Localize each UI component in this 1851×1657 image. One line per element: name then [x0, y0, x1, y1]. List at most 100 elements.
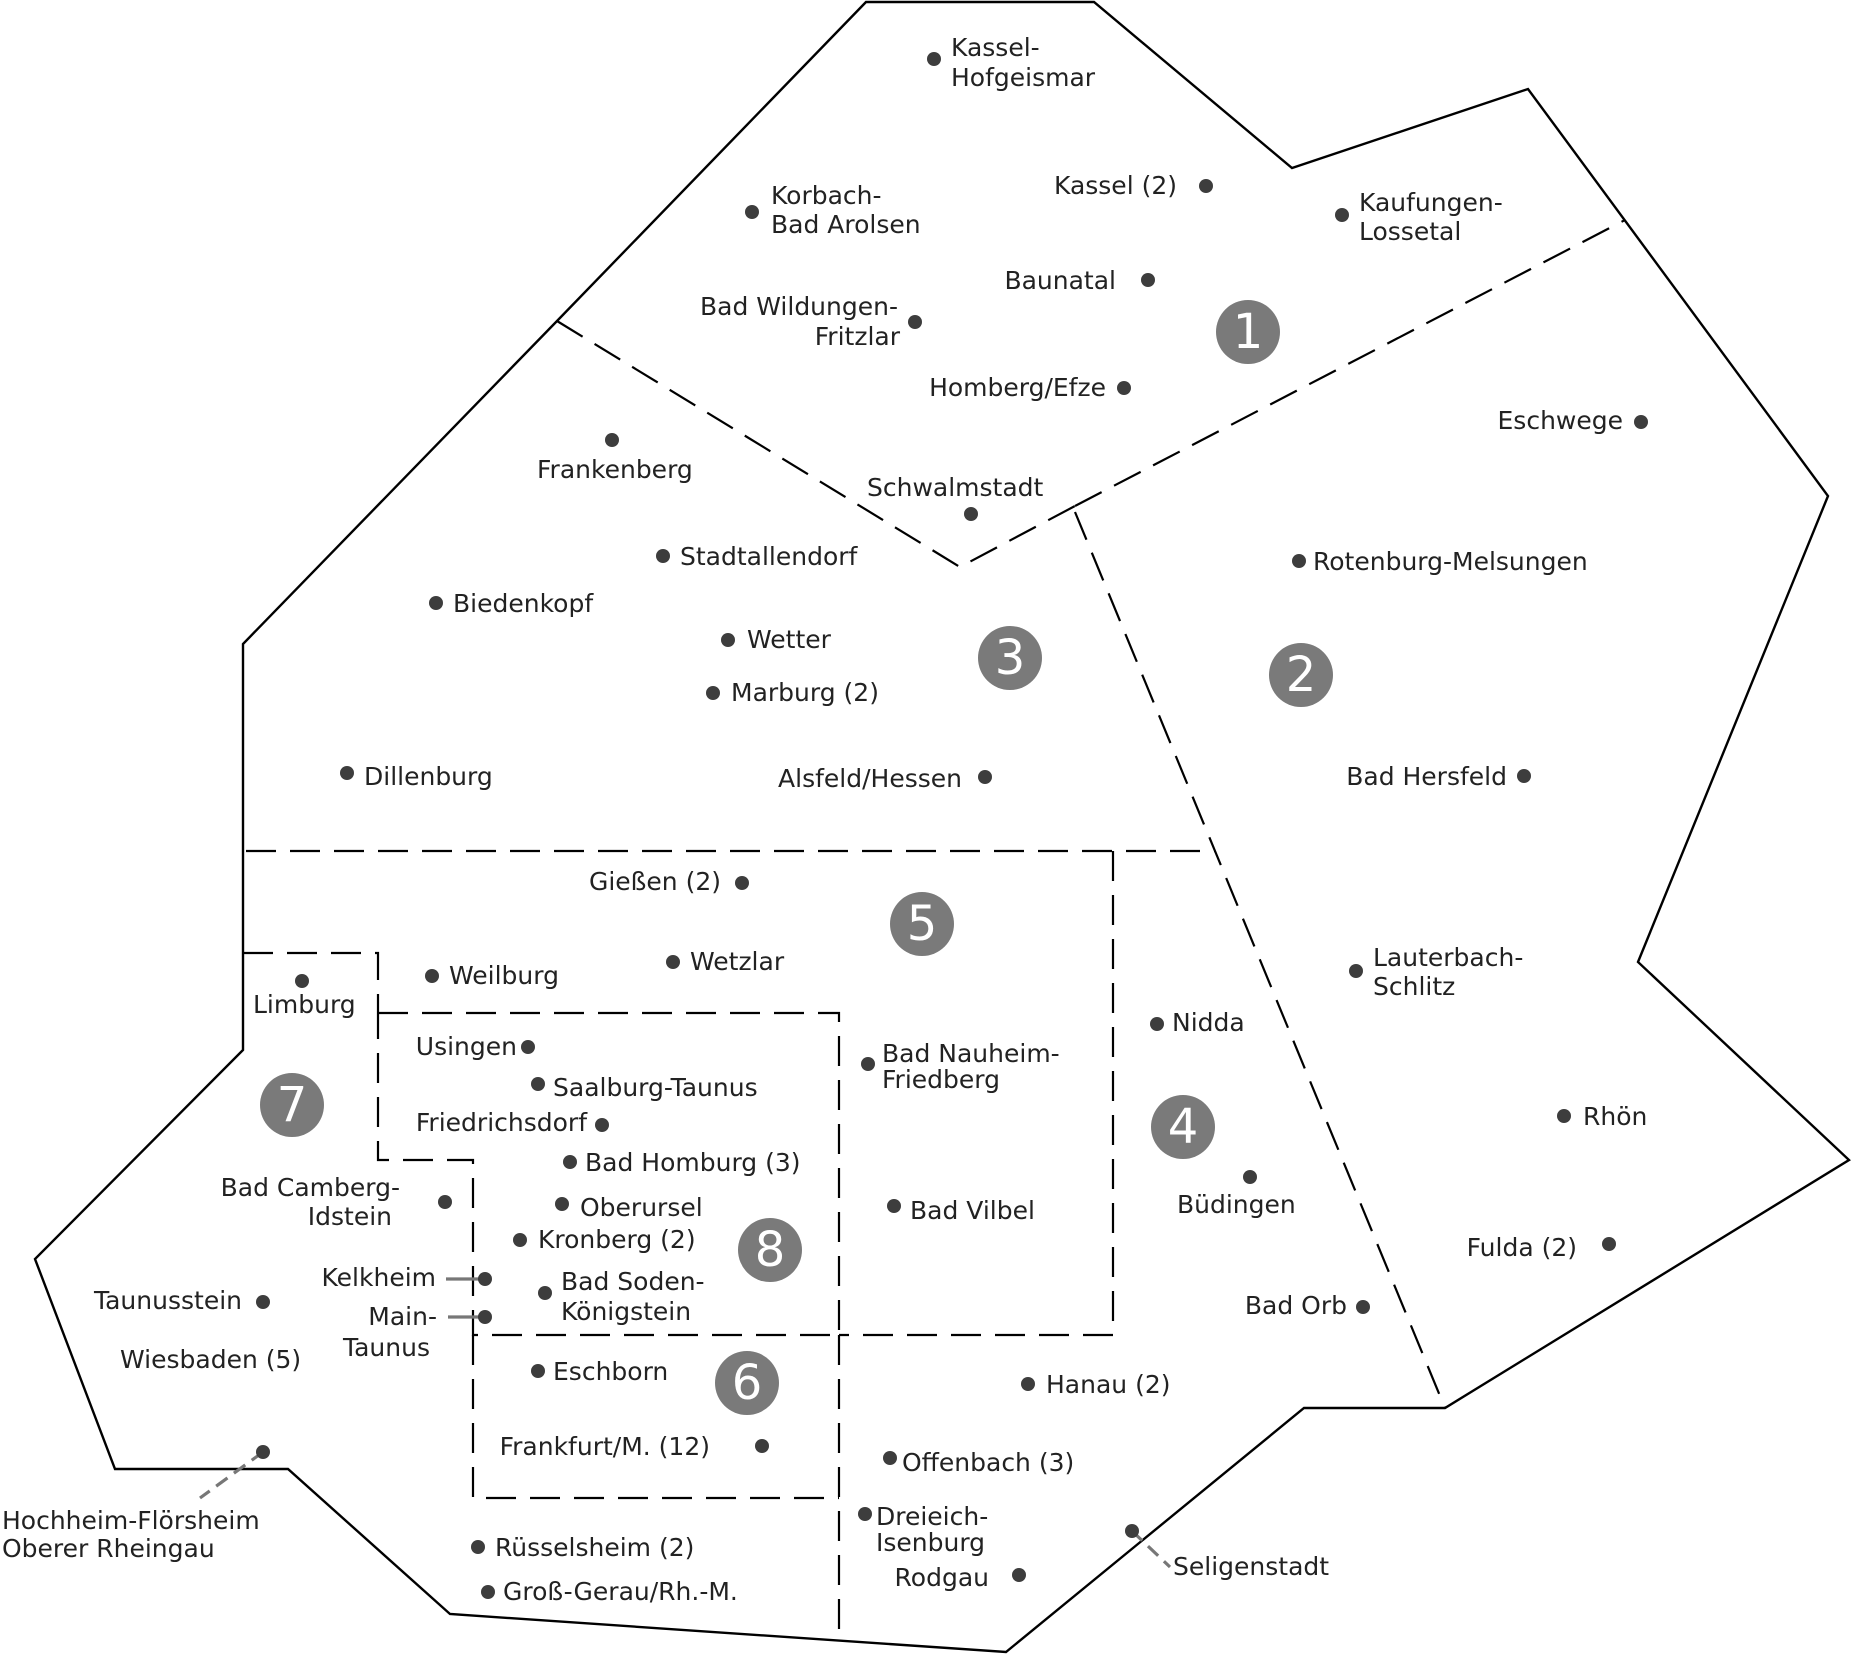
- city-dot: [745, 205, 759, 219]
- city-label-wetter: Wetter: [747, 625, 832, 654]
- region-badge-6: 6: [715, 1351, 779, 1415]
- city-label-marburg: Marburg (2): [731, 678, 879, 707]
- city-label-main-taunus-2: Taunus: [342, 1333, 430, 1362]
- city-label-frankfurt: Frankfurt/M. (12): [500, 1432, 710, 1461]
- boundary-6-south: [471, 1335, 839, 1500]
- city-dot: [721, 633, 735, 647]
- city-label-kaufungen: Kaufungen-: [1359, 188, 1503, 217]
- city-dot: [1141, 273, 1155, 287]
- city-dot: [1117, 381, 1131, 395]
- city-dot: [1292, 554, 1306, 568]
- city-label-giessen: Gießen (2): [589, 867, 721, 896]
- city-dot: [605, 433, 619, 447]
- city-dot: [1125, 1524, 1139, 1538]
- city-label-bad-hersfeld: Bad Hersfeld: [1346, 762, 1507, 791]
- city-label-eschborn: Eschborn: [553, 1357, 668, 1386]
- city-dot: [927, 52, 941, 66]
- city-dot: [425, 969, 439, 983]
- city-label-saalburg: Saalburg-Taunus: [553, 1073, 758, 1102]
- svg-text:4: 4: [1168, 1099, 1199, 1155]
- city-dot: [964, 507, 978, 521]
- region-badge-8: 8: [738, 1218, 802, 1282]
- city-dot: [1335, 208, 1349, 222]
- city-label-korbach: Korbach-: [771, 181, 882, 210]
- city-label-buedingen: Büdingen: [1177, 1190, 1296, 1219]
- region-badge-4: 4: [1151, 1095, 1215, 1159]
- city-label-kaufungen-2: Lossetal: [1359, 217, 1461, 246]
- city-label-hochheim: Hochheim-Flörsheim: [2, 1506, 260, 1535]
- city-dot: [256, 1295, 270, 1309]
- city-dot: [1602, 1237, 1616, 1251]
- city-dot: [755, 1439, 769, 1453]
- city-dot: [887, 1199, 901, 1213]
- svg-text:8: 8: [755, 1222, 786, 1278]
- city-dot: [858, 1507, 872, 1521]
- city-dot: [429, 596, 443, 610]
- city-dot: [1012, 1568, 1026, 1582]
- city-dot: [438, 1195, 452, 1209]
- city-label-stadtallendorf: Stadtallendorf: [680, 542, 859, 571]
- city-label-kassel-hofgeismar: Kassel-: [951, 33, 1040, 62]
- region-badges: 1 2 3 4 5 6 7 8: [260, 300, 1333, 1415]
- city-label-rodgau: Rodgau: [895, 1563, 989, 1592]
- city-dot: [1634, 415, 1648, 429]
- boundary-1-3: [556, 320, 1076, 569]
- city-label-oberursel: Oberursel: [580, 1193, 703, 1222]
- city-label-dillenburg: Dillenburg: [364, 762, 493, 791]
- city-dot: [340, 766, 354, 780]
- city-dot: [666, 955, 680, 969]
- city-dot: [538, 1286, 552, 1300]
- city-dot: [1356, 1300, 1370, 1314]
- city-label-main-taunus: Main-: [368, 1302, 437, 1331]
- svg-text:6: 6: [732, 1355, 763, 1411]
- city-label-lauterbach: Lauterbach-: [1373, 943, 1523, 972]
- city-label-hanau: Hanau (2): [1046, 1370, 1171, 1399]
- city-label-hochheim-2: Oberer Rheingau: [2, 1534, 215, 1563]
- city-dot: [1199, 179, 1213, 193]
- city-label-bad-homburg: Bad Homburg (3): [585, 1148, 801, 1177]
- city-label-gross-gerau: Groß-Gerau/Rh.-M.: [503, 1577, 738, 1606]
- city-label-alsfeld: Alsfeld/Hessen: [778, 764, 962, 793]
- city-dots: [256, 52, 1648, 1599]
- city-label-korbach-2: Bad Arolsen: [771, 210, 921, 239]
- city-label-kronberg: Kronberg (2): [538, 1225, 696, 1254]
- city-label-limburg: Limburg: [253, 990, 356, 1019]
- region-badge-2: 2: [1269, 643, 1333, 707]
- city-label-ruesselsheim: Rüsselsheim (2): [495, 1533, 694, 1562]
- city-dot: [1243, 1170, 1257, 1184]
- city-dot: [478, 1272, 492, 1286]
- boundary-4-5: [839, 851, 1115, 1337]
- city-label-bad-soden: Bad Soden-: [561, 1267, 705, 1296]
- region-boundaries: [243, 219, 1626, 1640]
- region-badge-1: 1: [1216, 300, 1280, 364]
- city-label-wetzlar: Wetzlar: [690, 947, 785, 976]
- city-dot: [295, 974, 309, 988]
- city-dot: [656, 549, 670, 563]
- city-label-nidda: Nidda: [1172, 1008, 1245, 1037]
- svg-text:3: 3: [995, 630, 1026, 686]
- region-badge-7: 7: [260, 1073, 324, 1137]
- city-dot: [471, 1540, 485, 1554]
- city-dot: [908, 315, 922, 329]
- city-dot: [481, 1585, 495, 1599]
- svg-text:2: 2: [1286, 647, 1317, 703]
- city-label-seligenstadt: Seligenstadt: [1173, 1552, 1329, 1581]
- city-label-homberg: Homberg/Efze: [929, 373, 1106, 402]
- city-dot: [861, 1057, 875, 1071]
- region-badge-5: 5: [890, 892, 954, 956]
- city-dot: [531, 1077, 545, 1091]
- city-label-eschwege: Eschwege: [1498, 406, 1624, 435]
- city-label-wiesbaden: Wiesbaden (5): [120, 1345, 301, 1374]
- city-label-rhoen: Rhön: [1583, 1102, 1647, 1131]
- city-label-usingen: Usingen: [416, 1032, 517, 1061]
- city-label-baunatal: Baunatal: [1004, 266, 1116, 295]
- city-label-fulda: Fulda (2): [1467, 1233, 1577, 1262]
- city-label-schwalmstadt: Schwalmstadt: [867, 473, 1044, 502]
- boundary-7-5: [243, 951, 380, 1013]
- city-label-lauterbach-2: Schlitz: [1373, 972, 1455, 1001]
- city-label-bad-camberg: Bad Camberg-: [221, 1173, 400, 1202]
- city-dot: [531, 1364, 545, 1378]
- city-label-taunusstein: Taunusstein: [93, 1286, 242, 1315]
- city-dot: [1517, 769, 1531, 783]
